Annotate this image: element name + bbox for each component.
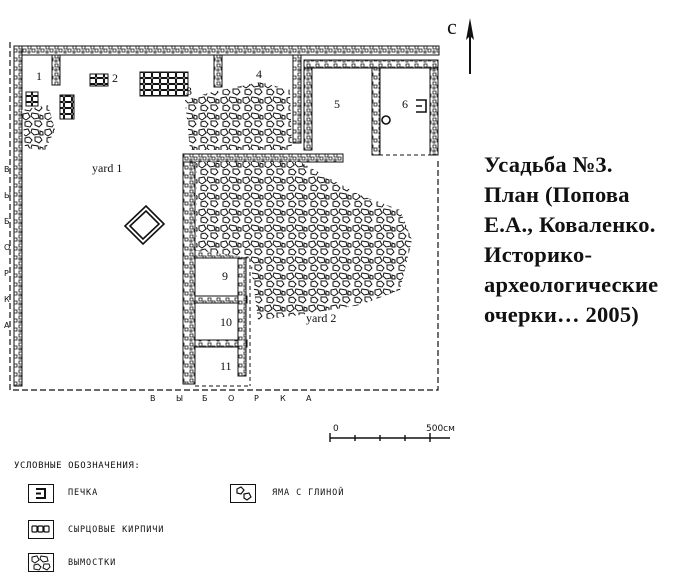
scale-start-label: 0 bbox=[333, 424, 339, 434]
room-number: 1 bbox=[36, 69, 42, 83]
oven-symbol-icon bbox=[28, 484, 54, 503]
fence-letter: О bbox=[228, 394, 234, 403]
fence-outline bbox=[9, 42, 439, 391]
room6-dash bbox=[195, 154, 438, 387]
yard-label: yard 2 bbox=[306, 311, 336, 325]
caption-line: очерки… 2005) bbox=[484, 302, 640, 327]
scale-bar bbox=[329, 433, 450, 442]
caption-line: План (Попова bbox=[484, 182, 630, 207]
mud-brick-clusters bbox=[25, 71, 189, 120]
legend-label-oven: ПЕЧКА bbox=[68, 488, 99, 498]
caption-line: Историко- bbox=[484, 242, 593, 267]
oven-symbols bbox=[381, 99, 427, 125]
pavement-symbol-icon bbox=[28, 553, 54, 572]
legend-label-clay-pit: ЯМА С ГЛИНОЙ bbox=[272, 488, 345, 498]
fence-letter: Б bbox=[202, 394, 208, 403]
room-number: 9 bbox=[222, 269, 228, 283]
fence-letter: О bbox=[4, 243, 10, 252]
room-number: 5 bbox=[334, 97, 340, 111]
fence-letter: К bbox=[280, 394, 286, 403]
caption-line: Усадьба №3. bbox=[484, 152, 613, 177]
legend-title: УСЛОВНЫЕ ОБОЗНАЧЕНИЯ: bbox=[14, 461, 141, 471]
north-wall bbox=[13, 45, 440, 387]
room-number: 10 bbox=[220, 315, 232, 329]
fence-letter: Б bbox=[4, 217, 10, 226]
fence-letter: В bbox=[4, 165, 10, 174]
fence-letter: А bbox=[4, 321, 10, 330]
caption-line: археологические bbox=[484, 272, 659, 297]
fence-letter: Ы bbox=[176, 394, 183, 403]
clay-pit bbox=[123, 204, 166, 246]
scale-end-label: 500см bbox=[426, 424, 455, 434]
north-label: с bbox=[447, 14, 457, 39]
legend-label-mud-bricks: СЫРЦОВЫЕ КИРПИЧИ bbox=[68, 525, 165, 535]
clay-pit-symbol-icon bbox=[230, 484, 256, 503]
north-arrow-icon bbox=[466, 18, 474, 74]
room-number: 6 bbox=[402, 97, 408, 111]
yard-label: yard 1 bbox=[92, 161, 122, 175]
plan-caption: Усадьба №3. План (Попова Е.А., Коваленко… bbox=[484, 150, 696, 330]
fence-letter: А bbox=[306, 394, 312, 403]
room-number: 11 bbox=[220, 359, 232, 373]
pavement-areas bbox=[22, 82, 412, 320]
caption-line: Е.А., Коваленко. bbox=[484, 212, 656, 237]
fence-letter: Ы bbox=[4, 191, 11, 200]
room-number: 2 bbox=[112, 71, 118, 85]
fence-letter: Р bbox=[4, 269, 9, 278]
fence-letter: К bbox=[4, 295, 10, 304]
fence-letter: В bbox=[150, 394, 156, 403]
mud-brick-symbol-icon bbox=[28, 520, 54, 539]
room-number: 4 bbox=[256, 67, 262, 81]
fence-letter: Р bbox=[254, 394, 259, 403]
legend-label-pavement: ВЫМОСТКИ bbox=[68, 558, 117, 568]
room-number: 3 bbox=[186, 84, 192, 98]
